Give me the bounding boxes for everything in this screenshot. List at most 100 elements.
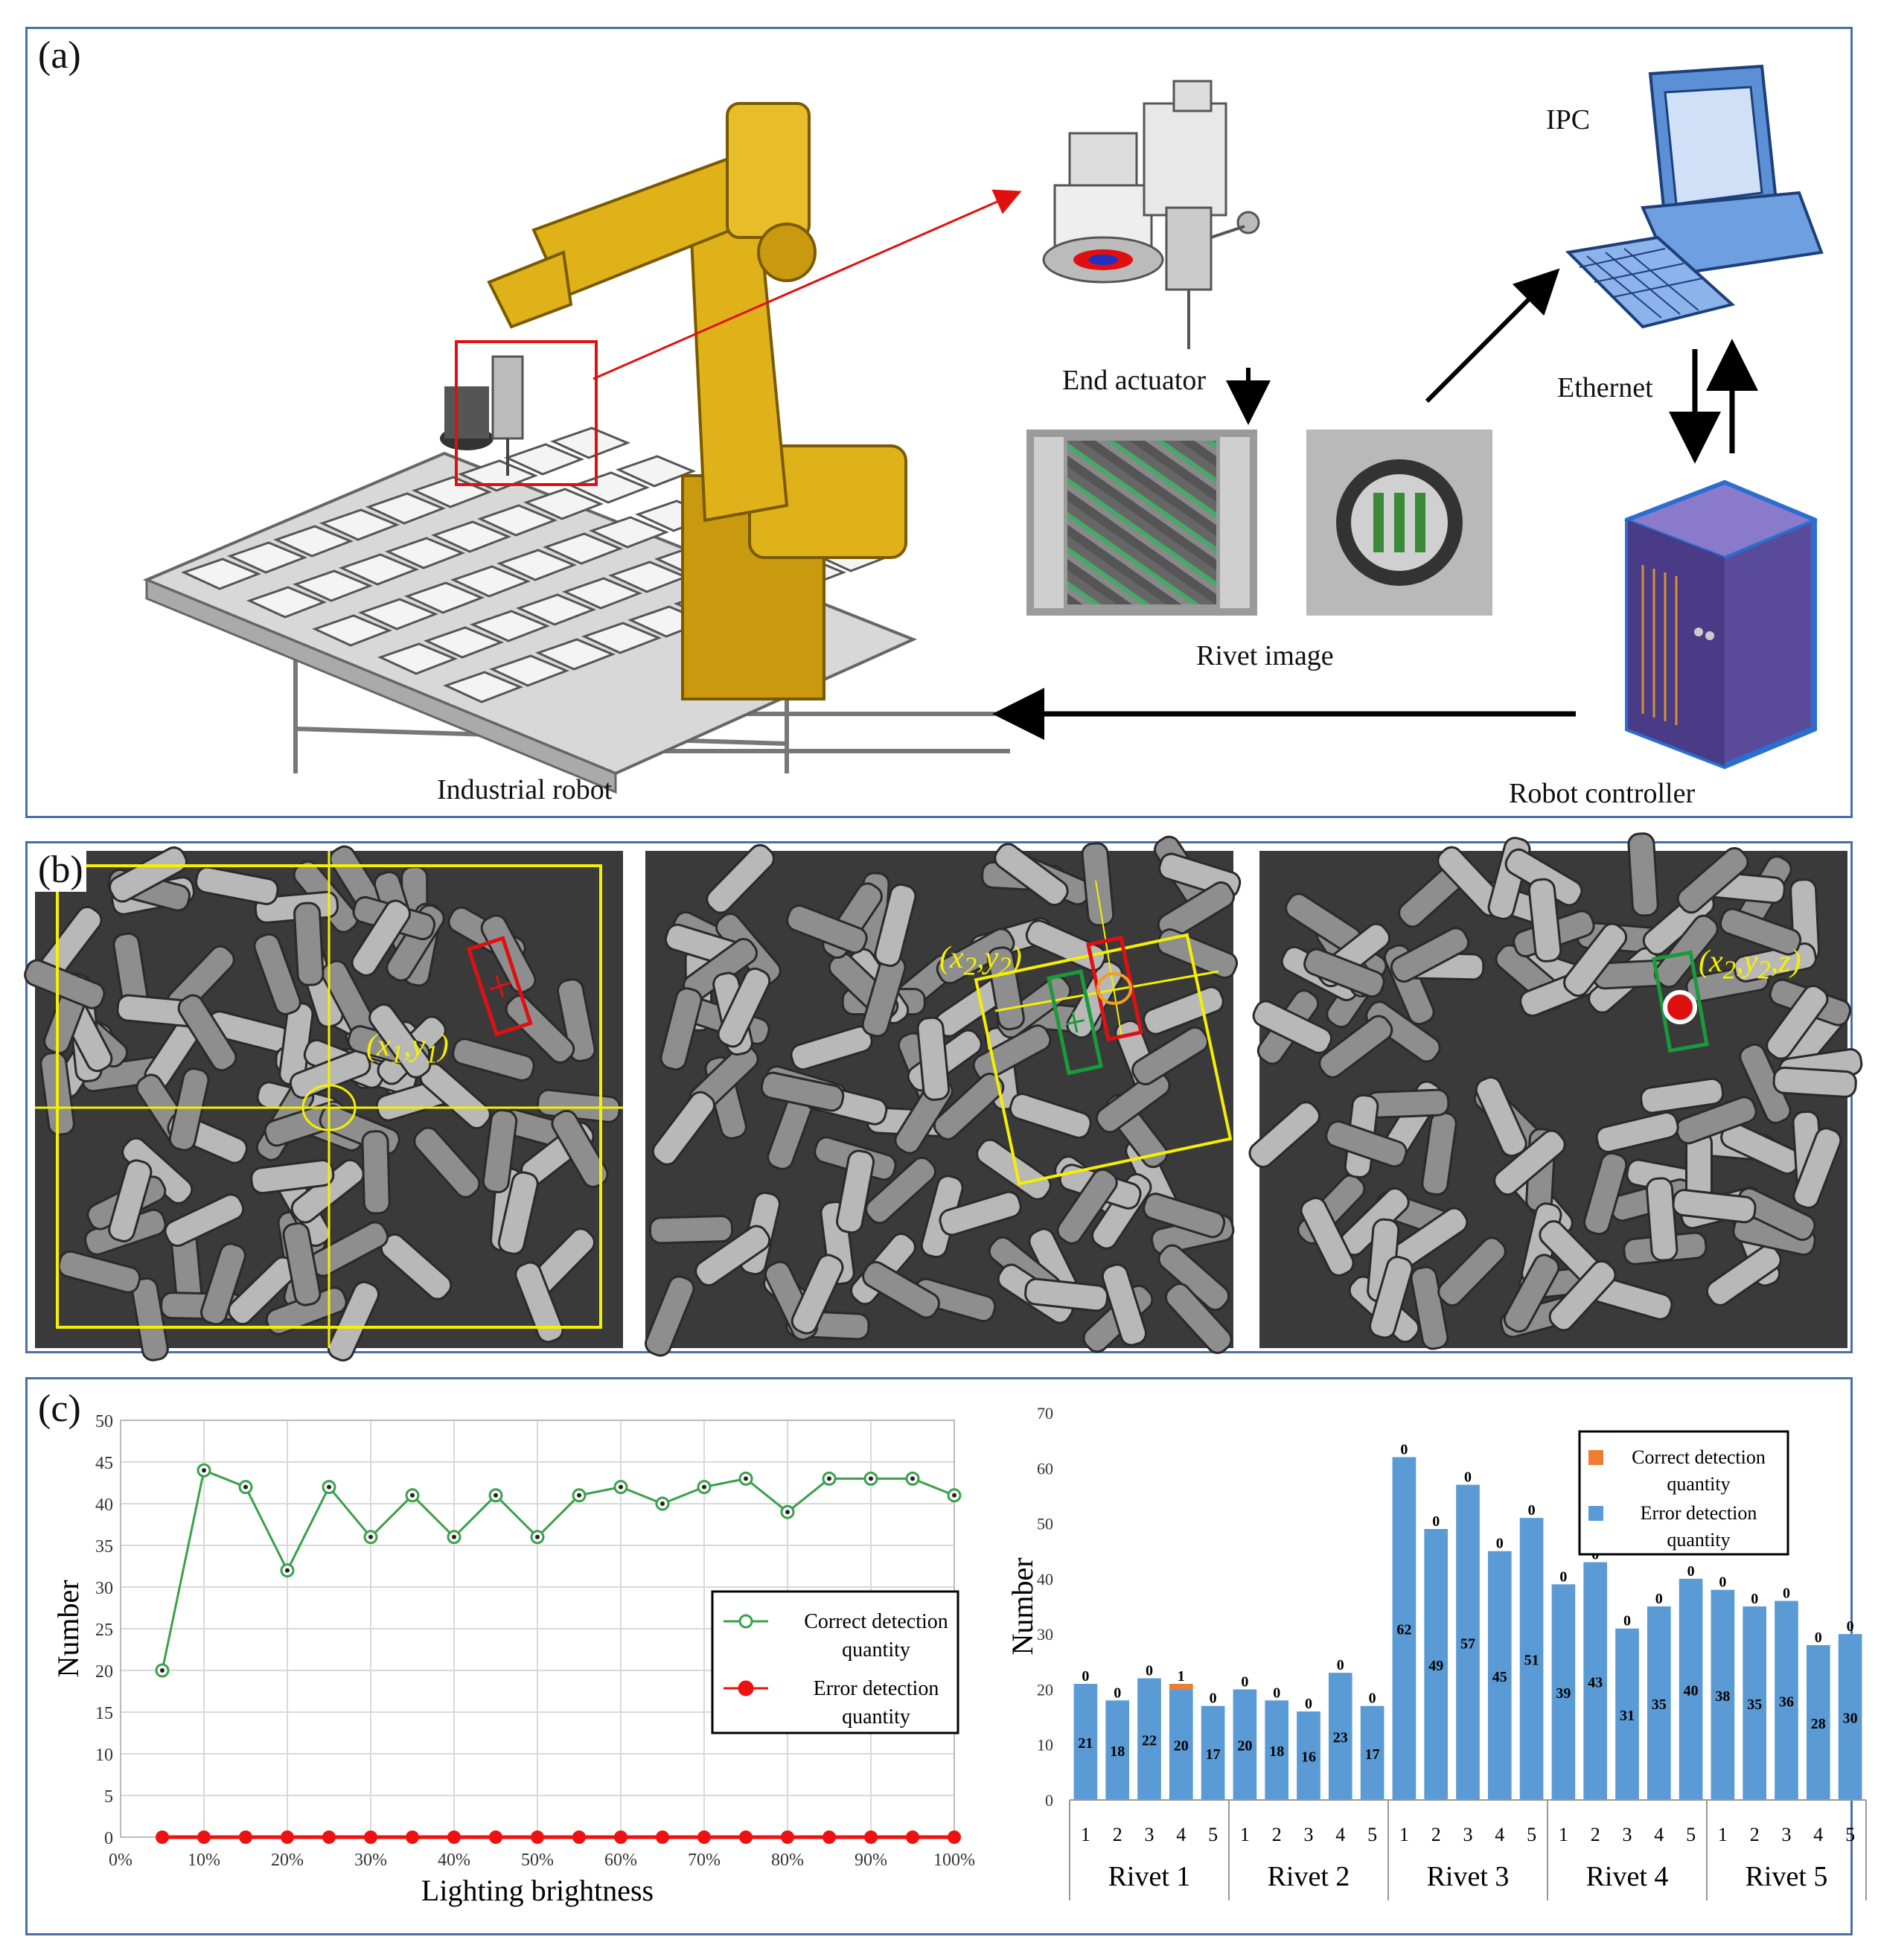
rivet-tray <box>542 532 624 565</box>
y-tick-label: 20 <box>95 1662 113 1682</box>
panel-b-label: (b) <box>35 848 86 892</box>
zoom-arrow <box>593 189 1758 740</box>
group-label: Rivet 5 <box>1746 1861 1828 1892</box>
rivet-shape <box>791 1254 844 1335</box>
sub-category-label: 2 <box>1431 1824 1441 1845</box>
rivet-shape <box>505 995 575 1064</box>
bar-error <box>1073 1684 1098 1800</box>
rivet-shape <box>497 1171 539 1255</box>
data-point <box>781 1830 794 1844</box>
rivet-shape <box>1719 907 1802 956</box>
industrial-robot-illustration <box>142 102 1010 794</box>
end-actuator-drawing <box>1042 80 1260 349</box>
rivet-shape <box>1143 986 1224 1035</box>
rivet-tray <box>488 654 570 687</box>
bar-error <box>1615 1628 1639 1800</box>
rivet-shape <box>368 1003 432 1079</box>
legend-marker <box>738 1614 753 1629</box>
bar-value-label: 21 <box>1078 1735 1093 1752</box>
rivet-shape <box>413 1126 481 1198</box>
sub-category-label: 2 <box>1591 1824 1600 1845</box>
bar-value-label: 18 <box>1269 1743 1284 1760</box>
end-effector-highlight-box <box>455 340 598 486</box>
data-point-center <box>160 1668 165 1673</box>
end-effector-on-robot <box>440 355 524 476</box>
bar-top-label: 0 <box>1783 1586 1790 1602</box>
rivet-tray <box>561 577 643 610</box>
ethernet-label: Ethernet <box>1557 372 1653 403</box>
rivet-shape <box>1640 1077 1725 1114</box>
data-point <box>531 1830 544 1844</box>
data-point-center <box>744 1476 748 1481</box>
rivet-shape <box>1101 1263 1148 1347</box>
data-point <box>489 1830 502 1844</box>
rivet-tray <box>226 541 308 574</box>
bar-value-label: 18 <box>1110 1743 1125 1760</box>
rivet-shape <box>1548 1260 1617 1332</box>
bar-value-label: 31 <box>1620 1708 1635 1724</box>
sub-category-label: 4 <box>1495 1824 1504 1845</box>
data-point-center <box>368 1534 373 1539</box>
data-point <box>447 1830 461 1844</box>
bar-top-label: 0 <box>1719 1574 1726 1591</box>
rivet-shape <box>351 899 411 977</box>
rivet-shape <box>1024 1277 1109 1312</box>
rivet-shape <box>1131 1026 1210 1086</box>
rivet-shape <box>933 1072 1005 1140</box>
bar-correct <box>1169 1684 1193 1690</box>
rivet-shape <box>976 1138 1052 1201</box>
data-point-center <box>785 1510 790 1515</box>
rivet-tray <box>442 671 524 703</box>
rivet-shape <box>1475 1076 1527 1158</box>
bar-top-label: 0 <box>1337 1657 1344 1673</box>
group-label: Rivet 2 <box>1268 1861 1350 1892</box>
y-tick-label: 60 <box>1037 1459 1053 1478</box>
y-tick-label: 25 <box>95 1621 113 1640</box>
y-axis-label: Number <box>1006 1557 1039 1655</box>
bar-top-label: 0 <box>1241 1673 1248 1690</box>
sub-category-label: 1 <box>1240 1824 1250 1845</box>
rivet-tray <box>476 504 558 537</box>
rivet-shape <box>1792 1127 1842 1209</box>
rivet-shape <box>1563 922 1628 997</box>
rivet-tray <box>384 537 466 569</box>
x-tick-label: 0% <box>109 1851 132 1870</box>
bar-value-label: 16 <box>1301 1749 1316 1766</box>
y-tick-label: 40 <box>95 1495 113 1515</box>
rivet-tray <box>292 569 374 602</box>
sub-category-label: 5 <box>1367 1824 1377 1845</box>
rivet-shape <box>380 1233 453 1300</box>
sub-category-label: 2 <box>1272 1824 1282 1845</box>
rivet-shape <box>57 1250 141 1294</box>
rivet-tray-photo <box>1026 430 1257 616</box>
group-label: Rivet 1 <box>1108 1861 1191 1892</box>
bar-error <box>1105 1700 1130 1800</box>
sub-category-label: 2 <box>1750 1824 1760 1845</box>
rivet-tray <box>365 492 447 525</box>
rivet-tray <box>515 593 597 626</box>
rivet-shape <box>164 1193 245 1247</box>
bar-top-label: 0 <box>1815 1629 1822 1646</box>
x-tick-label: 100% <box>933 1851 975 1870</box>
rivet-shape <box>253 933 301 1015</box>
rivet-shape <box>1303 948 1385 998</box>
data-point-center <box>910 1476 915 1481</box>
data-point-center <box>243 1484 248 1490</box>
coordinate-label-2: (x2,y2) <box>939 941 1022 981</box>
bar-error <box>1265 1700 1289 1800</box>
bar-value-label: 43 <box>1588 1674 1603 1691</box>
rivet-shape <box>177 994 237 1072</box>
rivet-shape <box>645 1275 695 1357</box>
bar-value-label: 17 <box>1206 1746 1221 1763</box>
rivet-tray <box>430 520 512 553</box>
y-tick-label: 30 <box>1037 1625 1053 1644</box>
rivet-closeup-photo <box>1306 430 1492 616</box>
legend-marker <box>738 1680 754 1696</box>
data-point <box>281 1830 294 1844</box>
rivet-shape <box>865 1156 936 1225</box>
data-point-center <box>410 1493 415 1498</box>
ipc-computer-icon <box>1565 64 1824 329</box>
bar-top-label: 0 <box>1432 1513 1440 1530</box>
bar-top-label: 0 <box>1528 1502 1536 1519</box>
rivet-tray <box>569 471 651 504</box>
